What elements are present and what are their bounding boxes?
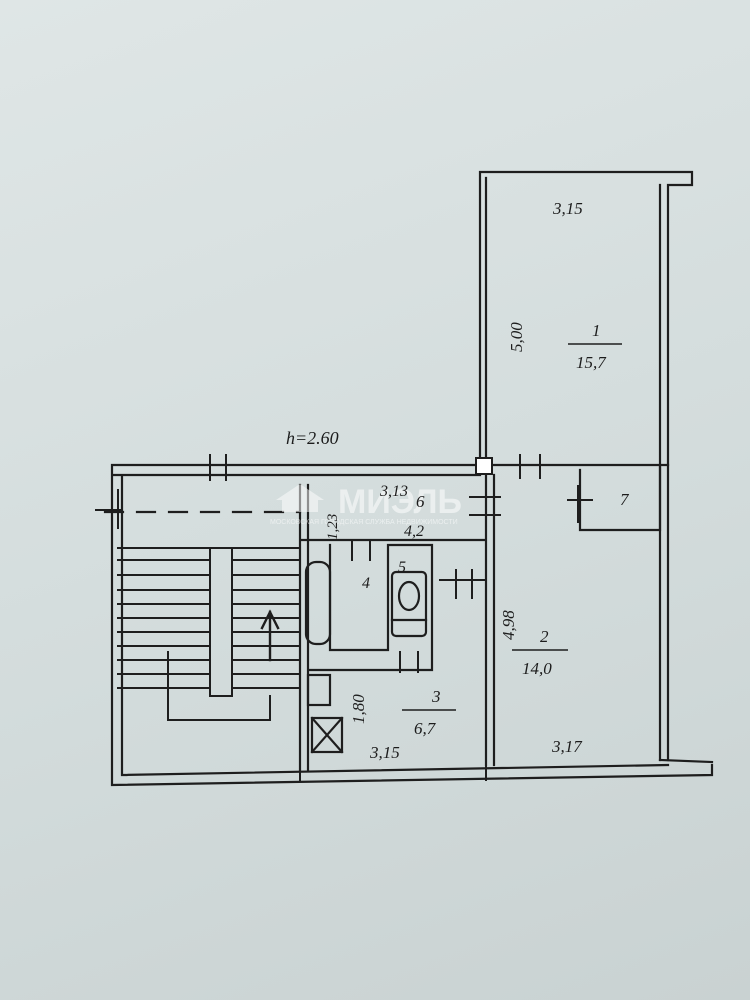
room3-length-dim: 1,80 <box>349 694 368 724</box>
room-2-area: 14,0 <box>522 659 552 678</box>
wall-node <box>475 457 493 475</box>
room-5-area: 4,2 <box>404 523 424 540</box>
room3-width-dim: 3,15 <box>369 743 400 762</box>
room-2-number: 2 <box>540 627 549 646</box>
room1-width-dim: 3,15 <box>552 199 583 218</box>
room1-length-dim: 5,00 <box>507 322 526 352</box>
small-dim: 1,23 <box>325 514 341 540</box>
room2-width-dim: 3,17 <box>551 737 583 756</box>
watermark-tagline: МОСКОВСКАЯ ГОРОДСКАЯ СЛУЖБА НЕДВИЖИМОСТИ <box>270 519 458 526</box>
room-3-number: 3 <box>431 687 441 706</box>
room-5-number: 5 <box>398 559 406 576</box>
room-3-area: 6,7 <box>414 719 437 738</box>
opening-ticks <box>95 454 593 781</box>
corridor-width-dim: 3,13 <box>379 483 408 500</box>
bathtub-icon <box>304 560 332 646</box>
room-1-area: 15,7 <box>576 353 607 372</box>
ventilation-shaft-icon <box>310 716 344 754</box>
watermark-brand: МИЭЛЬ <box>338 483 462 521</box>
watermark: МИЭЛЬ МОСКОВСКАЯ ГОРОДСКАЯ СЛУЖБА НЕДВИЖ… <box>270 483 462 526</box>
room2-length-dim: 4,98 <box>499 610 518 640</box>
room-7-number: 7 <box>620 490 630 509</box>
niche <box>306 673 332 707</box>
room-1-walls <box>478 170 694 762</box>
staircase <box>117 547 301 721</box>
stair-arrow-icon <box>260 609 280 662</box>
outer-walls <box>110 463 714 787</box>
room-4-number: 4 <box>362 575 370 592</box>
room-1-number: 1 <box>592 321 601 340</box>
ceiling-height-label: h=2.60 <box>286 428 339 448</box>
room-6-number: 6 <box>416 492 425 511</box>
toilet-icon <box>390 570 428 638</box>
